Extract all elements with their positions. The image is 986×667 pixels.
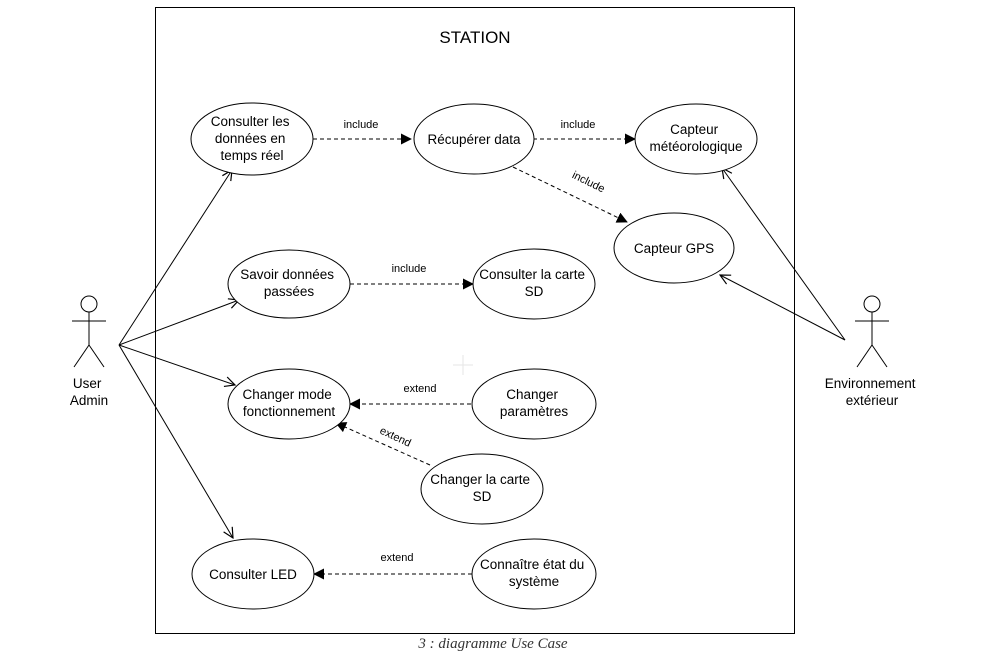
label-extend-2: extend xyxy=(378,425,413,450)
environment-associations xyxy=(720,168,846,341)
uc-consulter-led xyxy=(191,538,315,610)
actor-environnement xyxy=(855,295,889,368)
dependency-lines xyxy=(313,133,636,580)
use-case-labels: Consulter les données en temps réel Récu… xyxy=(209,114,742,589)
uc-capteur-meteo-label: Capteur météorologique xyxy=(649,122,742,154)
label-include-3: include xyxy=(570,169,607,195)
uc-consulter-temps-reel-label: Consulter les données en temps réel xyxy=(211,114,294,163)
extend-changer-carte-sd xyxy=(335,422,431,466)
uc-changer-carte-sd-label: Changer la carte SD xyxy=(430,472,534,504)
figure-caption: 3 : diagramme Use Case xyxy=(418,636,568,652)
uc-recuperer-data xyxy=(413,103,535,175)
actor-environnement-head xyxy=(863,295,881,313)
system-title: STATION xyxy=(439,28,510,47)
actor-user-admin-label: User Admin xyxy=(70,376,108,408)
uc-capteur-gps xyxy=(613,212,735,284)
association-savoir-passees xyxy=(118,300,239,346)
uc-changer-parametres-label: Changer paramètres xyxy=(500,387,569,419)
label-extend-1: extend xyxy=(403,383,436,395)
uc-changer-parametres xyxy=(471,368,597,440)
actor-user-admin xyxy=(72,295,106,368)
uc-capteur-meteo xyxy=(634,103,758,175)
include-capteur-gps xyxy=(512,166,628,223)
uc-recuperer-data-label: Récupérer data xyxy=(427,132,521,147)
actor-user-admin-head xyxy=(80,295,98,313)
uc-consulter-carte-sd xyxy=(472,248,596,320)
association-consulter-temps-reel xyxy=(118,170,232,346)
uc-changer-carte-sd xyxy=(420,453,544,525)
user-associations xyxy=(118,170,239,538)
label-extend-3: extend xyxy=(380,552,413,564)
association-consulter-led xyxy=(118,344,233,538)
uc-consulter-led-label: Consulter LED xyxy=(209,567,297,582)
association-changer-mode xyxy=(118,344,235,385)
label-include-1: include xyxy=(344,119,379,131)
uc-changer-mode xyxy=(227,368,351,440)
uc-consulter-carte-sd-label: Consulter la carte SD xyxy=(479,267,589,299)
label-include-4: include xyxy=(392,263,427,275)
uc-connaitre-etat xyxy=(471,538,597,610)
actor-environnement-label: Environnement extérieur xyxy=(825,376,920,408)
system-boundary xyxy=(155,7,795,634)
uc-consulter-temps-reel xyxy=(190,102,314,176)
center-marker xyxy=(453,355,473,375)
association-capteur-gps xyxy=(720,275,846,341)
uc-connaitre-etat-label: Connaître état du système xyxy=(480,557,588,589)
uc-capteur-gps-label: Capteur GPS xyxy=(634,241,714,256)
use-cases xyxy=(190,102,758,610)
label-include-2: include xyxy=(561,119,596,131)
uc-savoir-passees xyxy=(227,249,351,319)
association-capteur-meteo xyxy=(722,168,846,341)
uc-changer-mode-label: Changer mode fonctionnement xyxy=(242,387,335,419)
uc-savoir-passees-label: Savoir données passées xyxy=(240,267,338,299)
